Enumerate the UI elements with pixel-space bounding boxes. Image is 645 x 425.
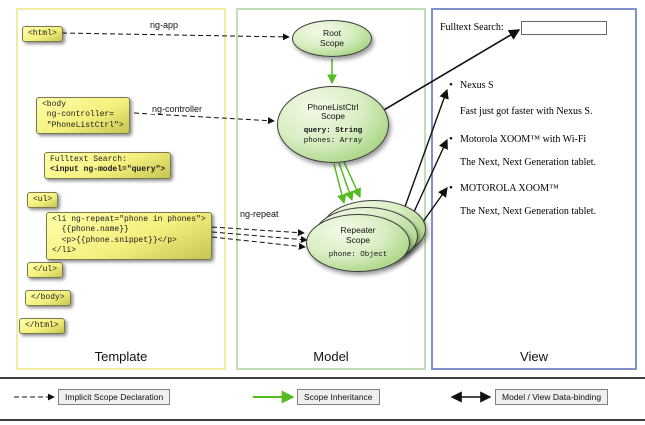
- code-ul-close: </ul>: [27, 262, 64, 279]
- legend-implicit-scope-box: Implicit Scope Declaration: [58, 389, 171, 405]
- view-item-title: Motorola XOOM™ with Wi-Fi: [449, 133, 586, 145]
- view-item-title: MOTOROLA XOOM™: [449, 182, 559, 194]
- view-panel-title: View: [520, 349, 548, 364]
- view-item-title: Nexus S: [449, 79, 494, 91]
- query-property: query: String: [303, 127, 363, 136]
- phone-property: phone: Object: [328, 250, 388, 259]
- legend-scope-inheritance-box: Scope Inheritance: [297, 389, 380, 405]
- code-body-open: <body ng-controller= "PhoneListCtrl">: [36, 97, 130, 135]
- ng-app-label: ng-app: [148, 20, 181, 30]
- separator-line-top: [0, 377, 645, 379]
- model-panel-title: Model: [313, 349, 349, 364]
- code-li-repeat: <li ng-repeat="phone in phones"> {{phone…: [46, 212, 212, 260]
- phonelistctrl-scope-ellipse: PhoneListCtrl Scope query: String phones…: [277, 86, 389, 163]
- root-scope-title: Root Scope: [319, 27, 345, 48]
- code-fulltext-input: <input ng-model="query">: [50, 165, 166, 175]
- template-panel-title: Template: [94, 349, 148, 364]
- phonelistctrl-scope-title: PhoneListCtrl Scope: [307, 101, 359, 122]
- view-item-desc: The Next, Next Generation tablet.: [460, 206, 597, 217]
- template-panel: Template: [16, 8, 226, 370]
- repeater-scope-title: Repeater Scope: [340, 225, 376, 245]
- fulltext-search-label: Fulltext Search:: [440, 22, 504, 33]
- code-fulltext-label: Fulltext Search:: [50, 155, 127, 164]
- code-html-close: </html>: [19, 318, 65, 335]
- root-scope-ellipse: Root Scope: [292, 20, 372, 57]
- code-fulltext-search: Fulltext Search: <input ng-model="query"…: [44, 152, 172, 179]
- model-panel: Model: [236, 8, 426, 370]
- code-ul-open: <ul>: [27, 192, 59, 209]
- code-html-open: <html>: [22, 26, 63, 43]
- view-item-desc: Fast just got faster with Nexus S.: [460, 106, 593, 117]
- repeater-scope-ellipse-front: Repeater Scope phone: Object: [306, 214, 410, 272]
- phones-property: phones: Array: [303, 137, 363, 146]
- separator-line-bottom: [0, 419, 645, 421]
- legend-data-binding-box: Model / View Data-binding: [495, 389, 609, 405]
- fulltext-search-input[interactable]: [521, 21, 607, 35]
- ng-controller-label: ng-controller: [150, 104, 205, 114]
- code-body-close: </body>: [25, 290, 71, 307]
- ng-repeat-label: ng-repeat: [238, 209, 281, 219]
- view-item-desc: The Next, Next Generation tablet.: [460, 157, 597, 168]
